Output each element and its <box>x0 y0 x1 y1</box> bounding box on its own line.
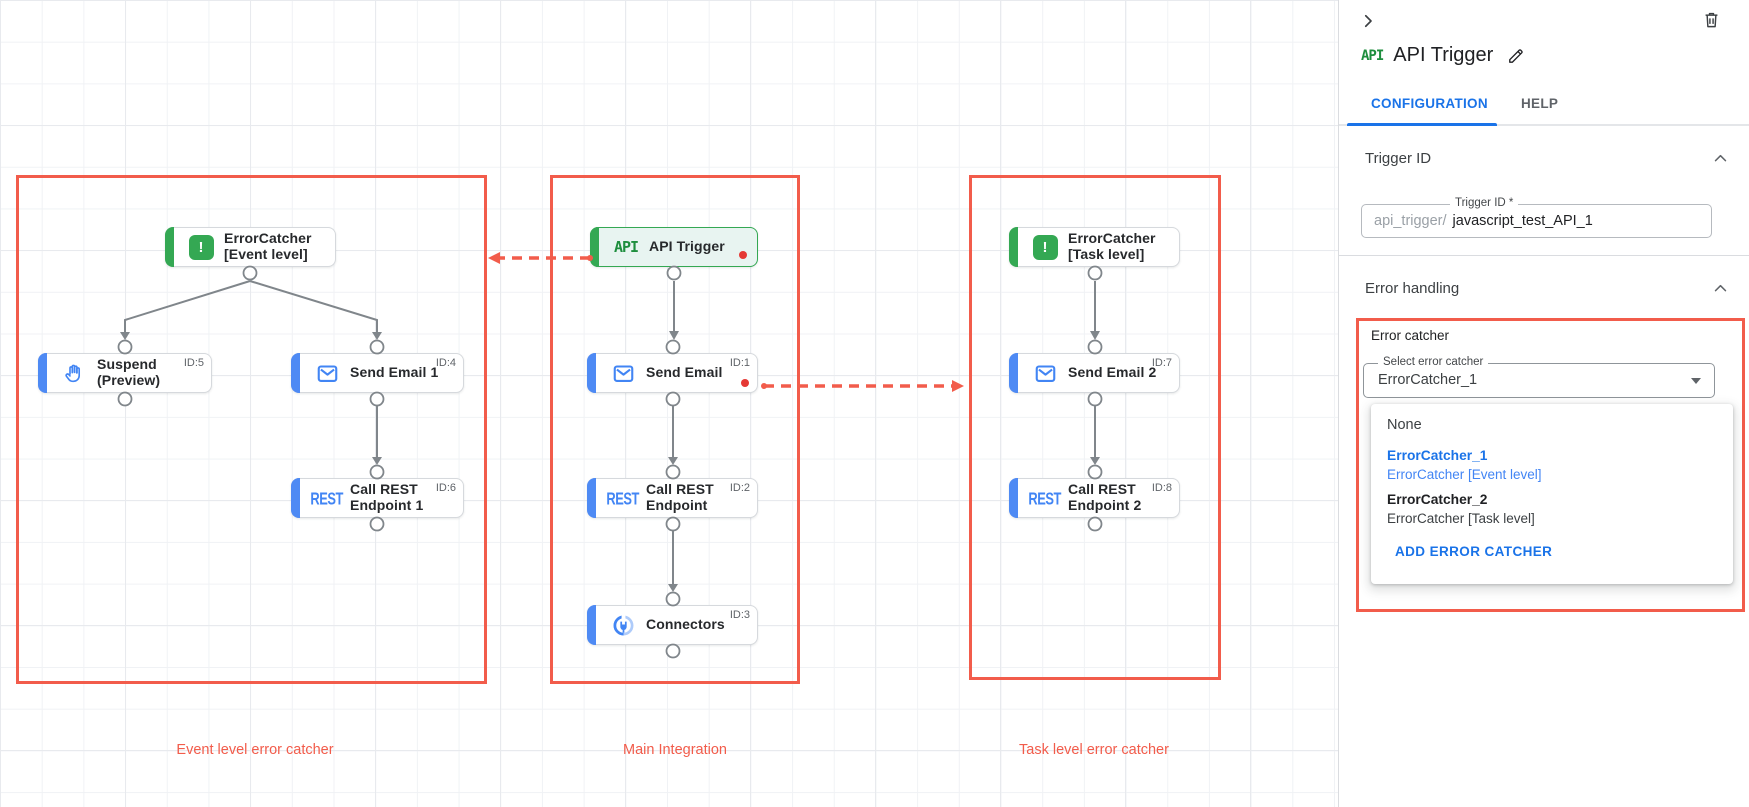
task-level-group-label: Task level error catcher <box>1019 742 1169 758</box>
rest-icon: REST <box>606 488 640 508</box>
panel-title-row: API API Trigger <box>1361 44 1526 67</box>
rest-icon: REST <box>310 488 344 508</box>
suspend-hand-icon <box>59 362 89 385</box>
email-icon <box>608 363 638 384</box>
node-accent-bar <box>165 227 174 267</box>
node-errorcatcher-event-level[interactable]: ! ErrorCatcher[Event level] <box>165 227 336 267</box>
email-icon <box>312 363 342 384</box>
menu-item-none[interactable]: None <box>1387 417 1422 433</box>
trigger-id-value[interactable]: javascript_test_API_1 <box>1452 213 1593 229</box>
error-indicator-dot <box>739 251 747 259</box>
node-suspend-preview[interactable]: Suspend(Preview) ID:5 <box>38 353 212 393</box>
node-accent-bar <box>590 227 599 267</box>
trigger-id-prefix: api_trigger/ <box>1374 213 1447 229</box>
node-send-email[interactable]: Send Email ID:1 <box>587 353 758 393</box>
error-indicator-dot <box>741 379 749 387</box>
node-accent-bar <box>1009 227 1018 267</box>
trigger-id-section-heading: Trigger ID <box>1365 150 1432 167</box>
add-error-catcher-button[interactable]: ADD ERROR CATCHER <box>1395 544 1553 559</box>
node-send-email-1[interactable]: Send Email 1 ID:4 <box>291 353 464 393</box>
rest-icon: REST <box>1028 488 1062 508</box>
node-accent-bar <box>587 605 596 645</box>
node-accent-bar <box>1009 353 1018 393</box>
error-catcher-highlight-box: Error catcher Select error catcher Error… <box>1356 318 1745 612</box>
event-level-group-box <box>16 175 487 684</box>
error-handling-section-heading: Error handling <box>1365 280 1460 297</box>
event-level-group-label: Event level error catcher <box>176 742 334 758</box>
error-catcher-label: Error catcher <box>1371 328 1450 343</box>
section-divider <box>1339 255 1749 256</box>
main-integration-group-box <box>550 175 800 684</box>
active-tab-underline <box>1347 123 1497 126</box>
integration-canvas[interactable]: Event level error catcher Main Integrati… <box>0 0 1338 807</box>
api-trigger-icon: API <box>613 238 639 256</box>
edit-title-icon[interactable] <box>1507 46 1526 65</box>
error-catcher-menu: None ErrorCatcher_1 ErrorCatcher [Event … <box>1371 404 1733 584</box>
node-accent-bar <box>291 478 300 518</box>
node-accent-bar <box>1009 478 1018 518</box>
email-icon <box>1030 363 1060 384</box>
node-accent-bar <box>587 353 596 393</box>
collapse-trigger-id-icon[interactable] <box>1712 150 1729 167</box>
trigger-id-field-label: Trigger ID * <box>1450 197 1519 209</box>
menu-item-errorcatcher-1[interactable]: ErrorCatcher_1 ErrorCatcher [Event level… <box>1387 448 1542 482</box>
api-badge-icon: API <box>1361 47 1384 64</box>
task-level-group-box <box>969 175 1221 680</box>
connectors-icon <box>608 614 638 637</box>
node-connectors[interactable]: Connectors ID:3 <box>587 605 758 645</box>
collapse-panel-icon[interactable] <box>1359 12 1377 30</box>
error-catcher-icon: ! <box>186 234 216 260</box>
node-accent-bar <box>291 353 300 393</box>
node-api-trigger[interactable]: API API Trigger <box>590 227 758 267</box>
main-integration-group-label: Main Integration <box>623 742 727 758</box>
tab-help[interactable]: HELP <box>1521 96 1559 111</box>
dropdown-caret-icon <box>1691 378 1701 384</box>
page-title: API Trigger <box>1393 44 1494 66</box>
select-error-catcher-label: Select error catcher <box>1378 356 1489 368</box>
config-panel: API API Trigger CONFIGURATION HELP Trigg… <box>1338 0 1749 807</box>
trigger-id-field[interactable]: Trigger ID * api_trigger/ javascript_tes… <box>1361 197 1712 238</box>
select-error-catcher-value: ErrorCatcher_1 <box>1378 372 1478 388</box>
collapse-error-handling-icon[interactable] <box>1712 280 1729 297</box>
node-accent-bar <box>587 478 596 518</box>
panel-tabs: CONFIGURATION HELP <box>1339 88 1749 126</box>
select-error-catcher-dropdown[interactable]: Select error catcher ErrorCatcher_1 <box>1363 356 1715 398</box>
node-send-email-2[interactable]: Send Email 2 ID:7 <box>1009 353 1180 393</box>
node-errorcatcher-task-level[interactable]: ! ErrorCatcher[Task level] <box>1009 227 1180 267</box>
error-catcher-icon: ! <box>1030 234 1060 260</box>
menu-item-errorcatcher-2[interactable]: ErrorCatcher_2 ErrorCatcher [Task level] <box>1387 492 1535 526</box>
tab-configuration[interactable]: CONFIGURATION <box>1371 96 1488 111</box>
delete-trigger-icon[interactable] <box>1702 10 1721 29</box>
node-accent-bar <box>38 353 47 393</box>
